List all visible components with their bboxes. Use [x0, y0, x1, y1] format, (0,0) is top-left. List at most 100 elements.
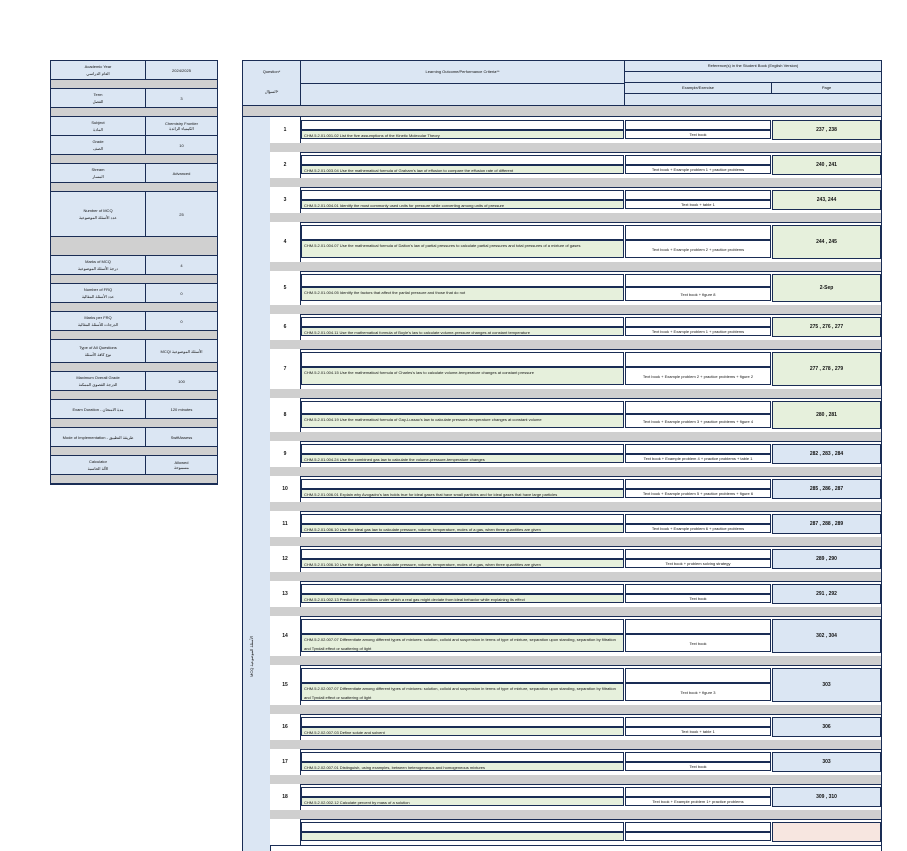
example-reference: Text book + Example problem 4 + practice… [625, 454, 771, 463]
page-reference: 289 , 290 [772, 549, 881, 569]
learning-outcome: CHM.5.2.01.004.24 Use the combined gas l… [301, 454, 624, 463]
question-number: 12 [270, 546, 301, 572]
summary-value: 0 [146, 312, 217, 330]
summary-gap [51, 237, 217, 256]
learning-outcome-blank [301, 584, 624, 594]
learning-outcome-header: Learning Outcome/Performance Criteria** [301, 61, 625, 84]
question-header: Question* السؤال* [243, 61, 301, 105]
summary-gap [51, 391, 217, 400]
summary-label-ar: عدد الأسئلة المقالية [81, 294, 115, 299]
question-header-ar: السؤال* [264, 89, 279, 94]
learning-outcome: CHM.5.2.02.002.12 Calculate percent by m… [301, 797, 624, 806]
question-number: 7 [270, 349, 301, 389]
learning-outcome-blank [301, 274, 624, 287]
summary-value-text: 100 [178, 378, 185, 384]
page-reference: 237 , 238 [772, 120, 881, 140]
learning-outcome: CHM.5.2.02.007.07 Differentiate among di… [301, 634, 624, 652]
summary-gap [51, 80, 217, 89]
page-reference: 280 , 281 [772, 401, 881, 429]
example-blank [625, 317, 771, 327]
example-reference: Text book [625, 130, 771, 139]
summary-gap [51, 303, 217, 312]
summary-value: 10 [146, 136, 217, 154]
summary-label: Academic Year العام الدراسي [51, 61, 146, 79]
table-header: Question* السؤال* Learning Outcome/Perfo… [243, 61, 881, 106]
row-spacer [270, 705, 881, 715]
learning-outcome-header-blank [301, 84, 625, 105]
summary-value: 25 [146, 192, 217, 236]
example-reference: Text book + Example problem 2 + practice… [625, 367, 771, 385]
summary-value-text: MCQ/ الأسئلة الموضوعية [160, 348, 203, 354]
example-blank [625, 225, 771, 240]
summary-value: 3 [146, 89, 217, 107]
learning-outcome: CHM.5.2.01.004.11 Use the mathematical f… [301, 327, 624, 336]
question-number: 8 [270, 398, 301, 432]
page-reference: 285 , 286 , 287 [772, 479, 881, 499]
summary-value: SwiftAssess [146, 428, 217, 446]
question-row [270, 819, 881, 846]
example-reference: Text book + Example problem 2 + practice… [625, 240, 771, 258]
row-spacer [270, 178, 881, 188]
summary-value: MCQ/ الأسئلة الموضوعية [146, 340, 217, 362]
summary-gap [51, 363, 217, 372]
example-reference: Text book + Example problem 1+ practice … [625, 797, 771, 806]
example-reference: Text book + figure 8 [625, 287, 771, 301]
example-reference: Text book + Example problem 3 + practice… [625, 414, 771, 428]
summary-label-en: Grade [92, 139, 104, 144]
summary-label: Number of FRQ عدد الأسئلة المقالية [51, 284, 146, 302]
summary-label-en: Stream [91, 167, 105, 172]
example-reference: Text book + Example problem 1 + practice… [625, 327, 771, 336]
page-reference: 277 , 278 , 279 [772, 352, 881, 386]
question-number [270, 819, 301, 845]
summary-value-text-ar: الكيمياء الرائدة [169, 126, 194, 131]
summary-label-ar: درجة الأسئلة الموضوعية [78, 266, 118, 271]
learning-outcome: CHM.5.2.01.003.04 Use the mathematical f… [301, 165, 624, 174]
summary-value-text: 0 [180, 318, 183, 324]
summary-label-ar: العام الدراسي [86, 71, 110, 76]
learning-outcome: CHM.5.2.01.004.19 Use the mathematical f… [301, 414, 624, 428]
summary-label-en: Calculator [88, 459, 107, 464]
example-blank [625, 717, 771, 727]
summary-gap [51, 183, 217, 192]
example-reference: Text book + Example problem 1 + practice… [625, 165, 771, 174]
summary-value-text: 10 [179, 142, 184, 148]
page-reference: 244 , 245 [772, 225, 881, 259]
learning-outcome: CHM.5.2.01.006.01 Explain why Avogadro's… [301, 489, 624, 498]
learning-outcome: CHM.5.2.01.004.05 Identify the factors t… [301, 287, 624, 301]
question-number: 11 [270, 511, 301, 537]
example-blank [625, 401, 771, 414]
row-spacer [270, 775, 881, 785]
summary-value-text: 2024/2025 [172, 67, 191, 73]
summary-gap [51, 331, 217, 340]
summary-label-ar: الدرجة القصوى الممكنة [78, 382, 118, 387]
example-blank [625, 120, 771, 130]
summary-label-en: Number of FRQ [83, 287, 113, 292]
example-blank [625, 668, 771, 683]
learning-outcome: CHM.5.2.01.006.10 Use the ideal gas law … [301, 524, 624, 533]
learning-outcome-blank [301, 317, 624, 327]
summary-value-text: 4 [180, 262, 183, 268]
learning-outcome [301, 832, 624, 841]
summary-row: Academic Year العام الدراسي 2024/2025 [51, 61, 217, 80]
summary-gap [51, 155, 217, 164]
example-blank [625, 155, 771, 165]
learning-outcome-blank [301, 787, 624, 797]
summary-label-en: Academic Year [84, 64, 112, 69]
